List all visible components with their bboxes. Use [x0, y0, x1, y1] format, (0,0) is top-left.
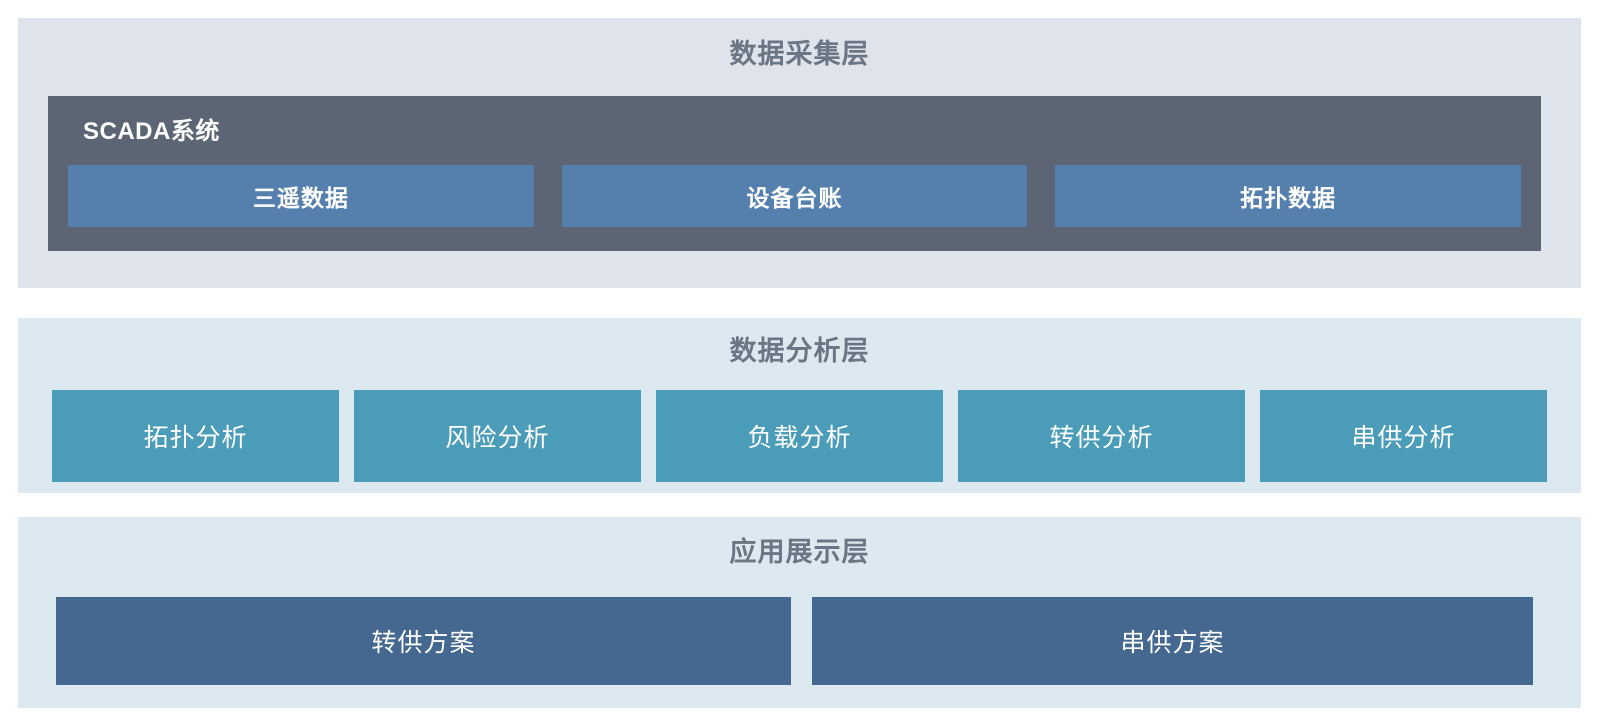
analysis-item-topology[interactable]: 拓扑分析 — [52, 390, 339, 482]
analysis-item-load[interactable]: 负载分析 — [656, 390, 943, 482]
layer-application-display: 应用展示层 转供方案 串供方案 — [18, 517, 1581, 708]
analysis-item-row: 拓扑分析 风险分析 负载分析 转供分析 串供分析 — [52, 390, 1547, 482]
analysis-item-risk[interactable]: 风险分析 — [354, 390, 641, 482]
scada-item-topology-data[interactable]: 拓扑数据 — [1055, 165, 1522, 227]
layer-title-application-display: 应用展示层 — [729, 537, 870, 567]
scada-group-label: SCADA系统 — [83, 118, 220, 145]
scada-group-container: SCADA系统 三遥数据 设备台账 拓扑数据 — [48, 96, 1541, 251]
layer-data-analysis: 数据分析层 拓扑分析 风险分析 负载分析 转供分析 串供分析 — [18, 318, 1581, 493]
application-item-row: 转供方案 串供方案 — [56, 597, 1533, 685]
scada-item-equipment-ledger[interactable]: 设备台账 — [561, 165, 1028, 227]
application-item-transfer-supply-plan[interactable]: 转供方案 — [56, 597, 791, 685]
analysis-item-transfer-supply[interactable]: 转供分析 — [958, 390, 1245, 482]
scada-item-row: 三遥数据 设备台账 拓扑数据 — [68, 165, 1522, 227]
layer-data-collection: 数据采集层 SCADA系统 三遥数据 设备台账 拓扑数据 — [18, 18, 1581, 288]
analysis-item-series-supply[interactable]: 串供分析 — [1260, 390, 1547, 482]
layer-title-data-collection: 数据采集层 — [729, 39, 870, 69]
layer-title-data-analysis: 数据分析层 — [729, 336, 870, 366]
application-item-series-supply-plan[interactable]: 串供方案 — [812, 597, 1533, 685]
scada-item-telemetry[interactable]: 三遥数据 — [68, 165, 534, 227]
